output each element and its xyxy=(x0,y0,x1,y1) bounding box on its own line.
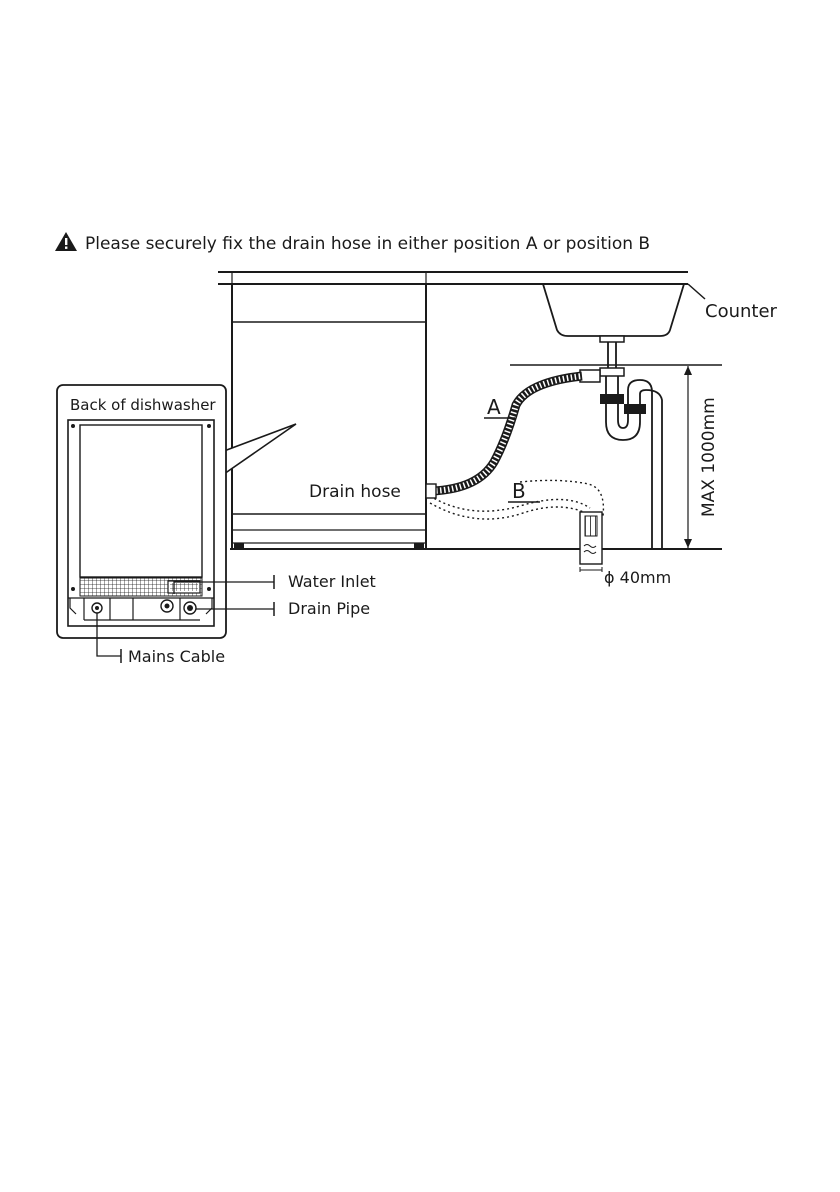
warning-icon xyxy=(55,232,77,251)
position-a-label: A xyxy=(487,395,501,419)
counter-top xyxy=(218,272,705,299)
inset-callout-pointer xyxy=(224,424,296,474)
drain-hose-label: Drain hose xyxy=(309,482,401,502)
drain-hose-position-b xyxy=(430,496,590,511)
drain-pipe-connector xyxy=(184,602,196,614)
drain-hose-position-a xyxy=(432,376,582,491)
dishwasher-body xyxy=(232,284,426,550)
pipe-diameter-label: ϕ 40mm xyxy=(604,568,671,587)
water-inlet-label: Water Inlet xyxy=(288,572,376,591)
max-height-dimension xyxy=(684,366,692,548)
mains-cable-socket xyxy=(92,603,102,613)
counter-label: Counter xyxy=(705,301,778,322)
standpipe xyxy=(580,512,602,572)
max-height-label: MAX 1000mm xyxy=(699,397,719,517)
mains-cable-label: Mains Cable xyxy=(128,647,225,666)
drain-pipe-label: Drain Pipe xyxy=(288,599,370,618)
position-b-label: B xyxy=(512,479,526,503)
sink-bowl xyxy=(543,284,684,342)
hose-connector xyxy=(426,484,436,498)
back-of-dishwasher-inset xyxy=(57,385,226,638)
warning-text: Please securely fix the drain hose in ei… xyxy=(85,234,650,254)
inset-title: Back of dishwasher xyxy=(70,396,216,414)
